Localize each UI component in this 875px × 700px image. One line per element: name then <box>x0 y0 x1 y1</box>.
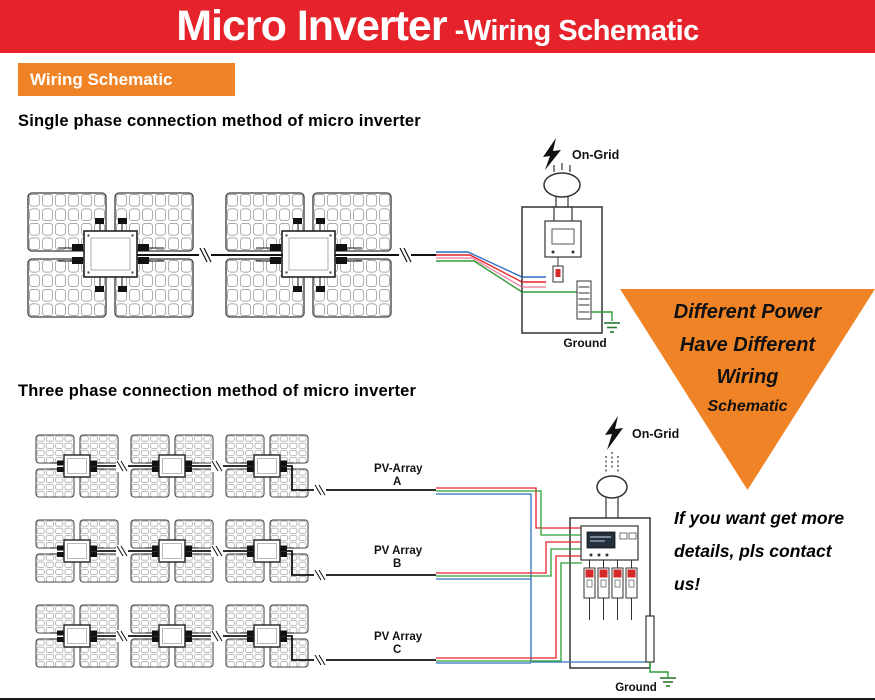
wire-green <box>436 562 582 662</box>
pv-array-labels: PV-Array A PV Array B PV Array C <box>374 463 423 656</box>
lightning-icon <box>543 138 561 170</box>
pv-array-c-label: PV Array <box>374 631 423 643</box>
on-grid-label: On-Grid <box>572 148 619 162</box>
pv-array-b-letter: B <box>393 558 401 570</box>
wire-pink <box>436 257 523 288</box>
grid-transformer <box>543 172 581 198</box>
three-phase-diagram: PV-Array A PV Array B PV Array C <box>0 416 679 694</box>
single-phase-diagram: On-Grid Ground <box>0 138 620 350</box>
wire-red <box>436 487 582 529</box>
grid-connection: On-Grid <box>543 138 619 207</box>
three-phase-heading: Three phase connection method of micro i… <box>18 382 417 400</box>
pv-array-a-label: PV-Array <box>374 463 423 475</box>
wire-red <box>436 555 582 659</box>
wire-blue <box>436 493 646 663</box>
grid-transformer <box>596 475 628 499</box>
ground-label: Ground <box>615 682 657 694</box>
contact-note-line: us! <box>674 574 701 594</box>
callout-line: Have Different <box>679 334 816 356</box>
pv-array-b-label: PV Array <box>374 545 423 557</box>
wire-blue <box>436 251 523 278</box>
pv-array-a-letter: A <box>393 476 401 488</box>
wire-red <box>436 541 582 574</box>
callout-line: Different Power <box>673 301 822 323</box>
callout-line: Wiring <box>716 366 779 388</box>
distribution-box-internals <box>580 525 655 663</box>
page-bottom-border <box>0 698 875 700</box>
wire-green <box>436 490 582 536</box>
grid-connection: On-Grid <box>596 416 679 518</box>
single-phase-heading: Single phase connection method of micro … <box>18 112 421 130</box>
ground-label: Ground <box>563 336 606 350</box>
contact-note-line: details, pls contact <box>674 541 832 561</box>
on-grid-label: On-Grid <box>632 427 679 441</box>
contact-note: If you want get more details, pls contac… <box>674 502 875 601</box>
page-title-main: Micro Inverter <box>176 2 447 50</box>
ground-connection: Ground <box>563 311 620 350</box>
breaker-modules <box>583 567 638 599</box>
busbar <box>576 280 592 320</box>
cable-break-marks <box>116 460 326 666</box>
pv-array-c-letter: C <box>393 644 401 656</box>
display-screen <box>586 531 616 549</box>
wire-green <box>436 260 523 293</box>
phase-wires <box>436 487 646 664</box>
wire-green <box>436 548 582 577</box>
wire-red <box>436 254 523 283</box>
page-header: Micro Inverter -Wiring Schematic <box>0 0 875 53</box>
breaker-box <box>521 206 603 334</box>
callout-line: Schematic <box>707 398 788 415</box>
ground-connection: Ground <box>615 662 676 694</box>
dc-trunk-cables <box>137 247 436 263</box>
section-badge: Wiring Schematic <box>18 63 235 96</box>
ground-bar <box>645 615 655 663</box>
contact-note-line: If you want get more <box>674 508 845 528</box>
lightning-icon <box>605 416 623 450</box>
ac-wires <box>436 251 523 293</box>
row-cables <box>90 465 436 661</box>
page-title-sub: -Wiring Schematic <box>454 15 700 47</box>
